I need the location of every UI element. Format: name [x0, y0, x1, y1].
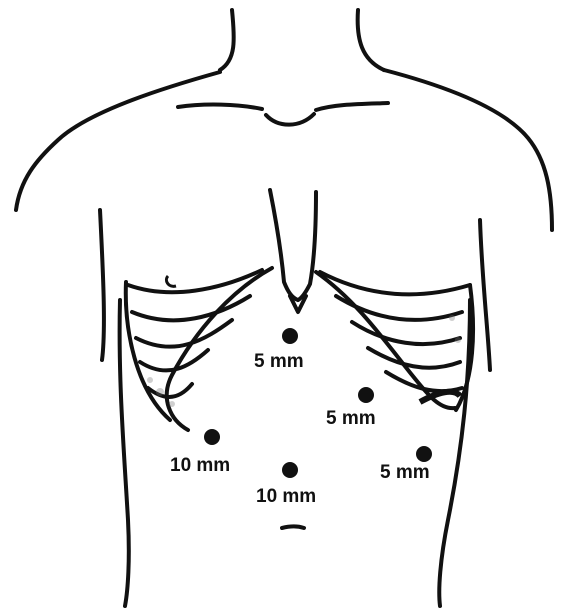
- sternum-left: [270, 190, 298, 300]
- port-dot: [282, 328, 298, 344]
- right-torso-side: [439, 300, 470, 606]
- left-rib-5: [148, 384, 192, 397]
- neck-right-line: [358, 10, 384, 70]
- port-left-flank: 10 mm: [170, 429, 230, 476]
- port-dot: [416, 446, 432, 462]
- left-clavicle: [178, 105, 262, 109]
- port-right-lateral: 5 mm: [380, 446, 432, 483]
- right-rib-3: [352, 322, 460, 344]
- right-inner-arm: [480, 220, 490, 370]
- right-rib-4: [368, 348, 460, 368]
- sternum-right: [298, 192, 316, 300]
- port-right-subcostal: 5 mm: [326, 387, 376, 429]
- right-rib-5: [386, 372, 462, 391]
- port-epigastric: 5 mm: [254, 328, 304, 372]
- rib-tick-left: [166, 276, 176, 286]
- right-rib-2: [336, 296, 462, 320]
- left-shoulder-line: [16, 72, 220, 210]
- port-label: 10 mm: [256, 486, 316, 507]
- port-label: 5 mm: [326, 408, 376, 429]
- right-clavicle: [316, 103, 388, 110]
- right-shoulder-line: [384, 70, 552, 230]
- port-label: 5 mm: [380, 462, 430, 483]
- neck-left-line: [220, 10, 234, 70]
- port-dot: [282, 462, 298, 478]
- left-inner-arm: [100, 210, 104, 360]
- sternal-notch: [266, 114, 314, 125]
- left-rib-outer: [126, 282, 170, 420]
- left-rib-2: [132, 296, 250, 320]
- port-label: 10 mm: [170, 455, 230, 476]
- port-label: 5 mm: [254, 351, 304, 372]
- left-rib-3: [136, 320, 232, 347]
- umbilicus: [282, 527, 304, 529]
- port-dot: [358, 387, 374, 403]
- left-torso-side: [120, 300, 129, 606]
- port-dot: [204, 429, 220, 445]
- port-umbilical: 10 mm: [256, 462, 316, 507]
